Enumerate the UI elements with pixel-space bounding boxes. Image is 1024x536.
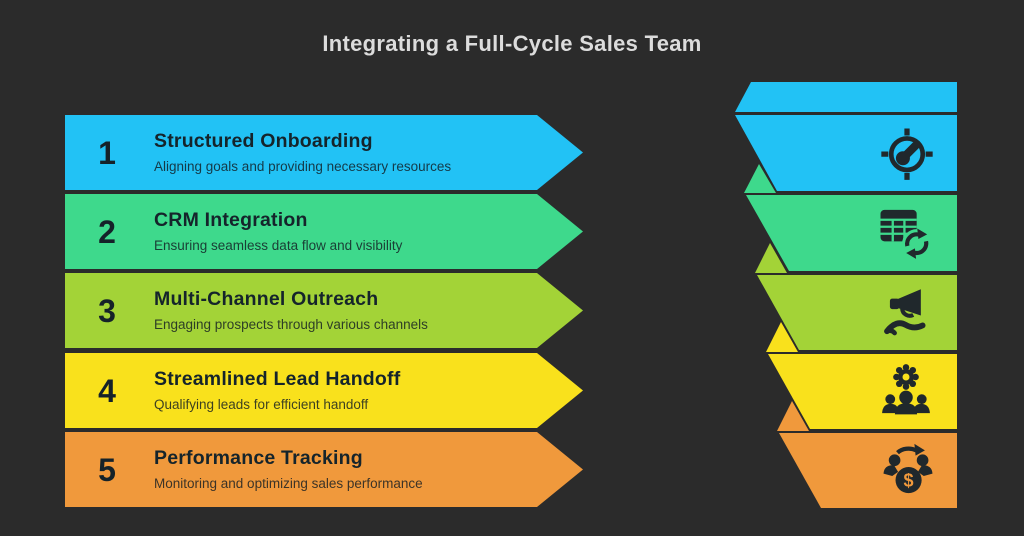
step-number: 3 xyxy=(98,292,116,329)
step-text: CRM Integration Ensuring seamless data f… xyxy=(154,209,402,255)
step-title: CRM Integration xyxy=(154,208,308,231)
ribbon-fold-4 xyxy=(766,322,798,352)
step-subtitle: Monitoring and optimizing sales performa… xyxy=(154,476,423,492)
team-gear-icon xyxy=(878,363,934,419)
step-title: Streamlined Lead Handoff xyxy=(154,367,401,390)
step-text: Streamlined Lead Handoff Qualifying lead… xyxy=(154,368,400,414)
step-title: Structured Onboarding xyxy=(154,129,373,152)
megaphone-hand-icon xyxy=(880,284,936,340)
revenue-exchange-icon: $ xyxy=(880,441,936,497)
step-subtitle: Aligning goals and providing necessary r… xyxy=(154,159,452,175)
step-row-5[interactable]: 5 Performance Tracking Monitoring and op… xyxy=(65,432,583,507)
step-number: 4 xyxy=(98,372,116,409)
step-subtitle: Qualifying leads for efficient handoff xyxy=(154,397,369,413)
ribbon-fold-2 xyxy=(744,164,776,193)
step-row-1[interactable]: 1 Structured Onboarding Aligning goals a… xyxy=(65,115,583,190)
step-text: Structured Onboarding Aligning goals and… xyxy=(154,130,451,176)
step-number: 2 xyxy=(98,213,116,250)
step-subtitle: Ensuring seamless data flow and visibili… xyxy=(154,238,403,254)
step-text: Multi-Channel Outreach Engaging prospect… xyxy=(154,288,428,334)
step-row-3[interactable]: 3 Multi-Channel Outreach Engaging prospe… xyxy=(65,273,583,348)
step-subtitle: Engaging prospects through various chann… xyxy=(154,317,428,333)
spreadsheet-sync-icon xyxy=(877,204,933,260)
page-title: Integrating a Full-Cycle Sales Team xyxy=(322,31,702,56)
step-title: Performance Tracking xyxy=(154,446,363,469)
step-title: Multi-Channel Outreach xyxy=(154,287,379,310)
dollar-glyph: $ xyxy=(904,471,914,491)
step-number: 5 xyxy=(98,451,116,488)
target-gauge-icon xyxy=(879,125,935,181)
ribbon-fold-5 xyxy=(777,401,809,431)
step-row-2[interactable]: 2 CRM Integration Ensuring seamless data… xyxy=(65,194,583,269)
step-text: Performance Tracking Monitoring and opti… xyxy=(154,447,423,493)
step-row-4[interactable]: 4 Streamlined Lead Handoff Qualifying le… xyxy=(65,353,583,428)
ribbon-top-strip xyxy=(735,82,957,112)
ribbon-fold-3 xyxy=(755,243,787,273)
step-number: 1 xyxy=(98,134,116,171)
